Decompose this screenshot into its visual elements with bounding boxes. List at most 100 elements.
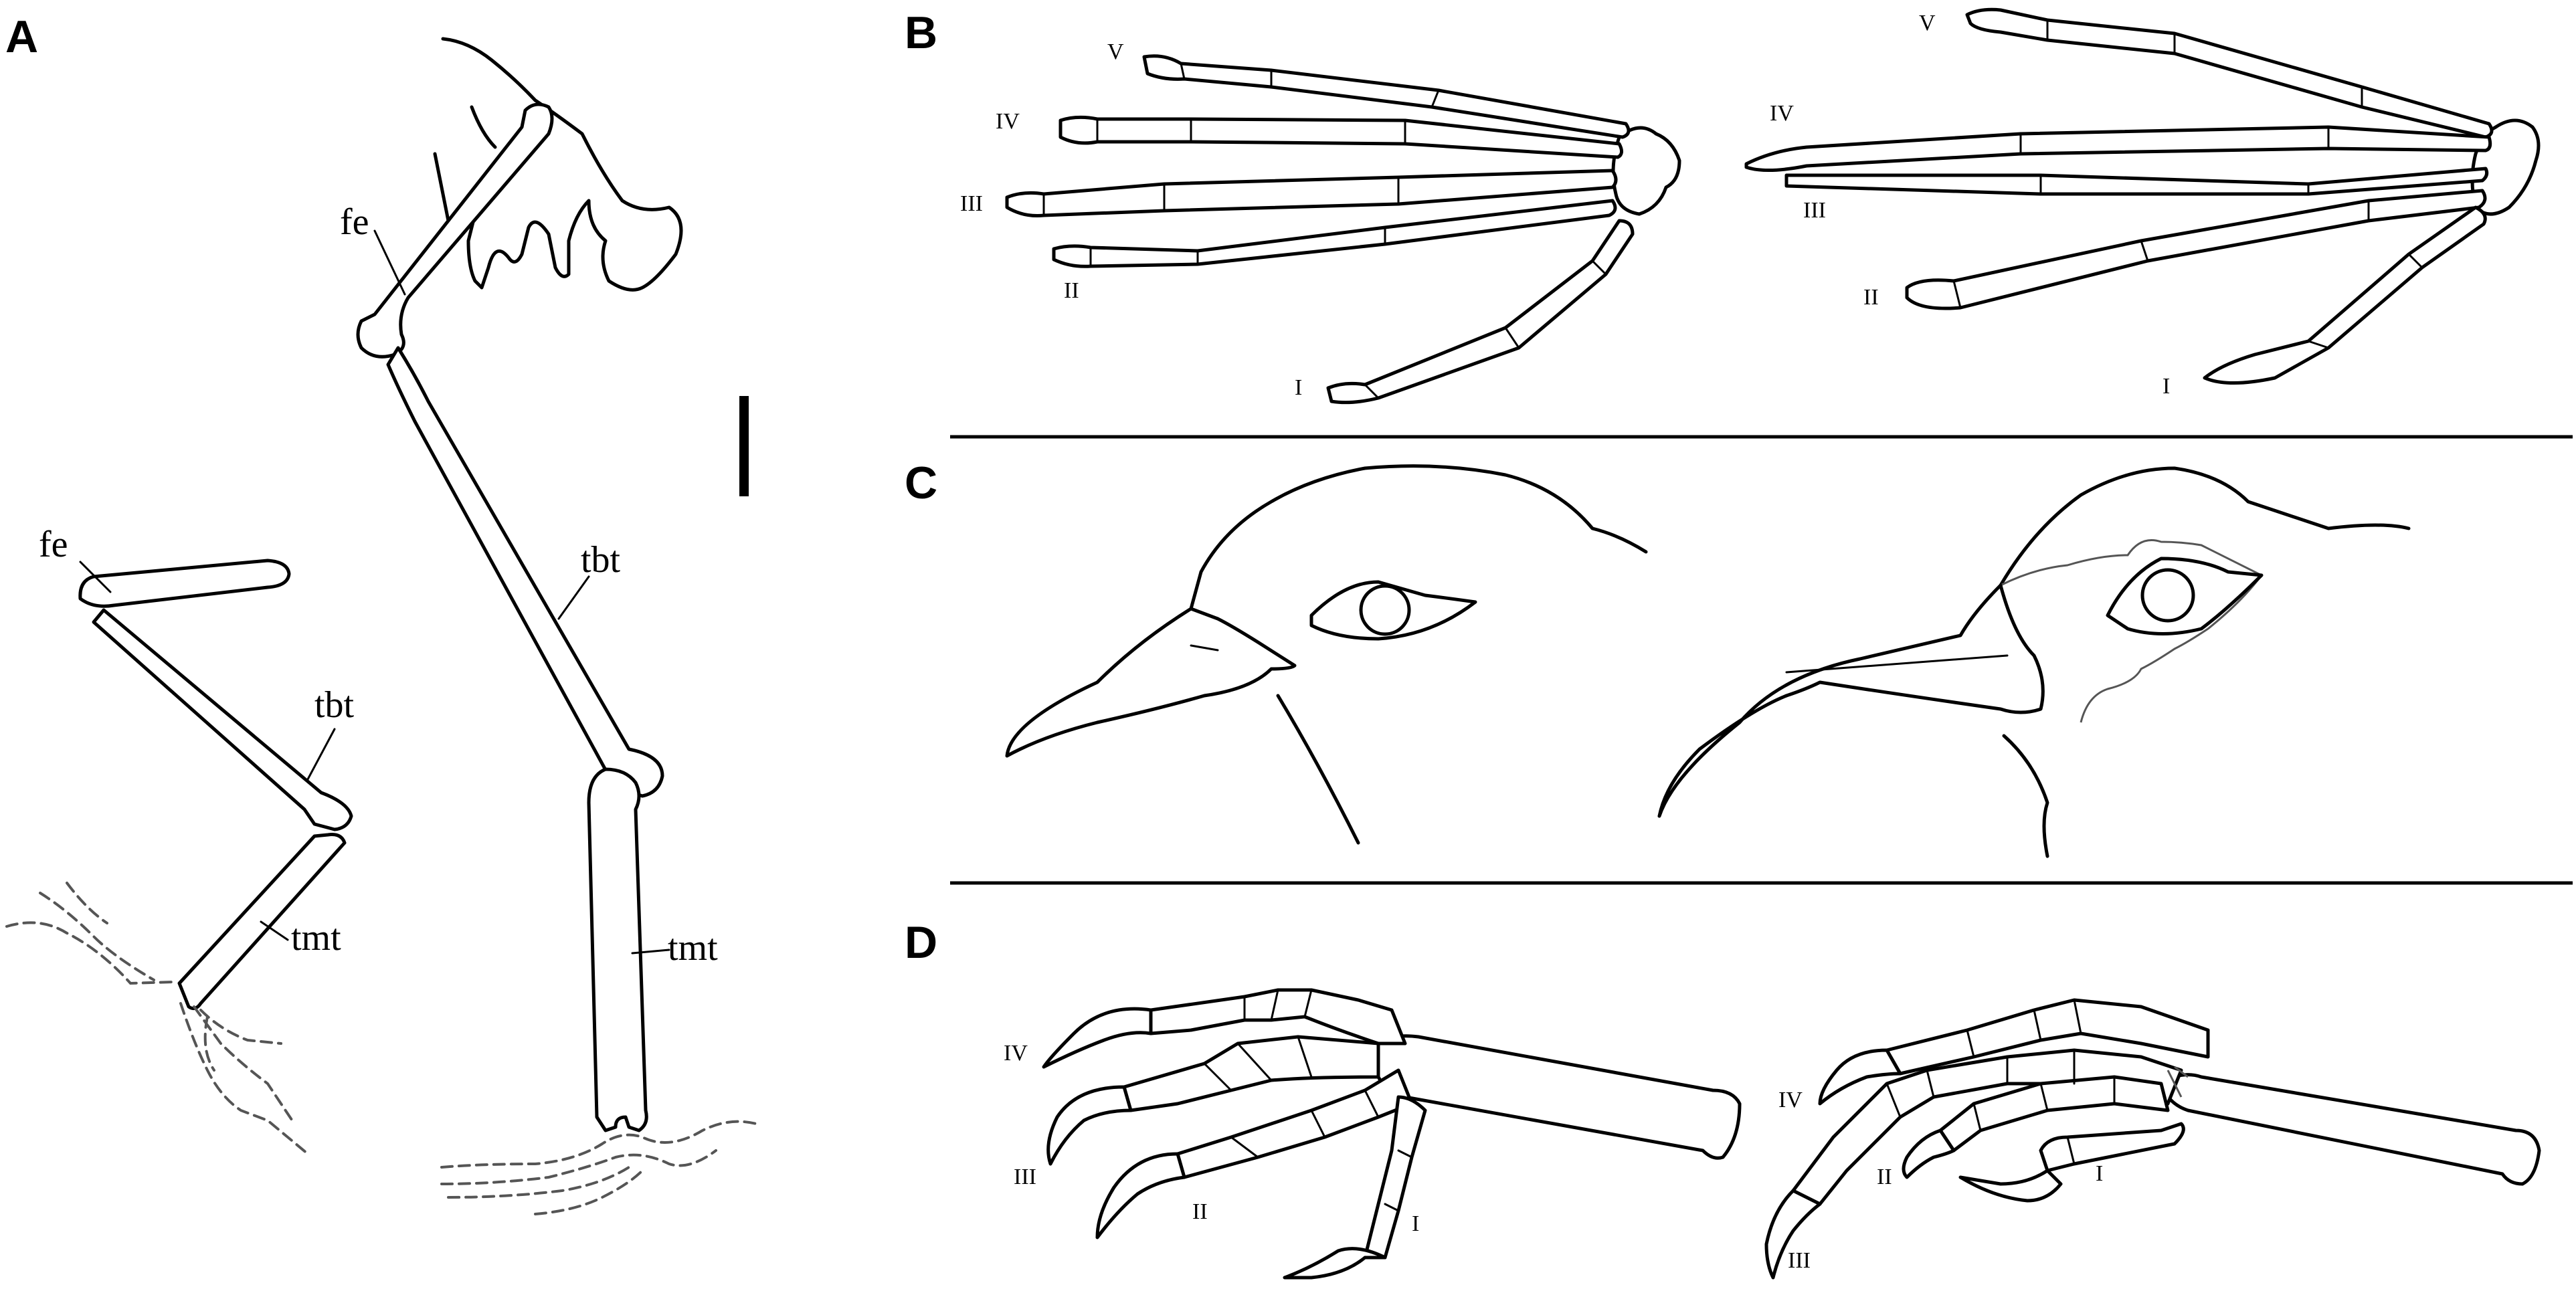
wing-left-digit-i (1326, 219, 1635, 405)
wing-right-label-v: V (1919, 11, 1936, 35)
small-tmt-leader (260, 920, 289, 941)
small-tmt-label: tmt (291, 917, 341, 959)
small-fe-label: fe (39, 524, 68, 565)
foot-left-claw-iv (1042, 1007, 1153, 1069)
small-tbt-label: tbt (314, 684, 355, 726)
wing-left-digit-iii (1005, 169, 1618, 217)
large-leg-matrix-trace (440, 1120, 757, 1215)
wing-left-digit-v (1142, 54, 1631, 139)
head-right-drawing (1657, 466, 2411, 858)
foot-left-skeleton (1042, 988, 1742, 1280)
foot-left-tarsometatarsus (1376, 1034, 1742, 1160)
wing-left-digit-ii (1052, 199, 1617, 268)
foot-left-label-ii: II (1192, 1199, 1208, 1224)
foot-left-label-iv: IV (1004, 1041, 1028, 1066)
panel-c: C (905, 458, 2411, 858)
foot-right-joints (1885, 999, 2116, 1165)
small-leg-skeleton (5, 559, 353, 1155)
small-fe-leader (79, 561, 112, 593)
head-right-gape (1785, 654, 2009, 674)
large-fe-label: fe (340, 201, 369, 243)
foot-left-digit-iv (1149, 988, 1407, 1045)
head-right-crown (1999, 466, 2411, 587)
foot-left-joints (1203, 989, 1413, 1212)
foot-left-digit-i (1363, 1095, 1427, 1260)
foot-right-digit-iii (1791, 1048, 2183, 1206)
panel-b-letter: B (905, 7, 937, 58)
panel-d-letter: D (905, 917, 937, 968)
panel-a-letter: A (5, 11, 38, 62)
head-right-eye (2140, 568, 2195, 623)
foot-left-claw-i (1283, 1247, 1387, 1280)
wing-right-label-iii: III (1803, 198, 1826, 223)
panel-c-letter: C (905, 458, 937, 508)
wing-right-digit-iv (1744, 125, 2492, 172)
wing-right-digit-iii (1784, 167, 2489, 196)
foot-left-claw-iii (1046, 1085, 1133, 1166)
wing-left-digit-iv (1059, 115, 1623, 159)
large-tarsometatarsus (587, 767, 648, 1132)
wing-left-label-iv: IV (996, 109, 1020, 134)
foot-right-label-iii: III (1788, 1248, 1811, 1273)
head-left-eye (1359, 584, 1411, 636)
wing-left-joints (1042, 62, 1607, 399)
foot-right-claw-i (1958, 1169, 2063, 1203)
foot-right-label-i: I (2096, 1161, 2103, 1186)
foot-right-label-ii: II (1877, 1165, 1892, 1189)
head-left-eye-ring (1309, 580, 1477, 641)
wing-left-label-ii: II (1064, 278, 1079, 303)
large-femur (356, 102, 554, 359)
wing-left-skeleton (1005, 54, 1681, 405)
wing-left-label-v: V (1107, 39, 1124, 64)
wing-left-carpals (1611, 126, 1681, 216)
foot-right-tarsometatarsus (2159, 1073, 2541, 1186)
head-left-beak (1005, 607, 1297, 758)
large-tmt-label: tmt (668, 927, 718, 969)
head-left-nostril (1190, 644, 1219, 652)
head-left-crown (1199, 464, 1648, 574)
large-ilium-edge (433, 105, 497, 223)
foot-right-claw-iv (1818, 1048, 1902, 1106)
panel-b: B V IV III II I V IV III II I (905, 7, 2541, 405)
head-left-throat (1276, 694, 1360, 845)
head-right-throat (2002, 734, 2049, 858)
foot-right-label-iv: IV (1778, 1088, 1803, 1112)
wing-right-skeleton (1744, 7, 2541, 385)
wing-right-label-iv: IV (1770, 101, 1794, 126)
small-leg-matrix-trace (5, 882, 309, 1155)
wing-right-digit-ii (1905, 189, 2487, 310)
foot-right-digit-i (2039, 1122, 2185, 1173)
large-tibiotarsus (386, 346, 664, 798)
foot-right-skeleton (1764, 998, 2541, 1280)
foot-left-claw-ii (1095, 1152, 1186, 1239)
foot-right-claw-ii (1902, 1128, 1956, 1179)
head-right-lore-patch (2000, 539, 2264, 723)
large-pelvis-outline (441, 37, 683, 292)
small-tibiotarsus (92, 608, 353, 831)
small-tbt-leader (306, 728, 336, 781)
wing-left-label-iii: III (960, 191, 983, 216)
foot-left-label-i: I (1412, 1211, 1419, 1236)
foot-left-label-iii: III (1014, 1165, 1036, 1189)
wing-right-joints (1952, 19, 2423, 349)
large-tbt-leader (557, 575, 590, 620)
wing-right-digit-v (1965, 7, 2494, 139)
head-left-drawing (1005, 464, 1648, 845)
wing-left-label-i: I (1295, 375, 1302, 400)
foot-right-digit-ii (1938, 1075, 2170, 1153)
large-fe-leader (373, 229, 406, 296)
large-tbt-label: tbt (581, 539, 621, 581)
small-femur (78, 559, 291, 608)
foot-right-claw-iii (1764, 1189, 1822, 1280)
wing-right-digit-i (2203, 205, 2487, 385)
wing-right-label-i: I (2163, 374, 2170, 399)
head-right-eye-ring (2106, 557, 2264, 635)
panel-d: D IV III II I (905, 917, 2541, 1280)
wing-right-label-ii: II (1863, 285, 1879, 310)
foot-right-hallux-trace (2167, 1066, 2189, 1098)
large-tmt-leader (631, 949, 670, 955)
head-right-beak (1657, 583, 2045, 818)
panel-a: A fe tbt tmt fe tbt tmt (5, 11, 757, 1215)
large-leg-skeleton (356, 37, 757, 1215)
